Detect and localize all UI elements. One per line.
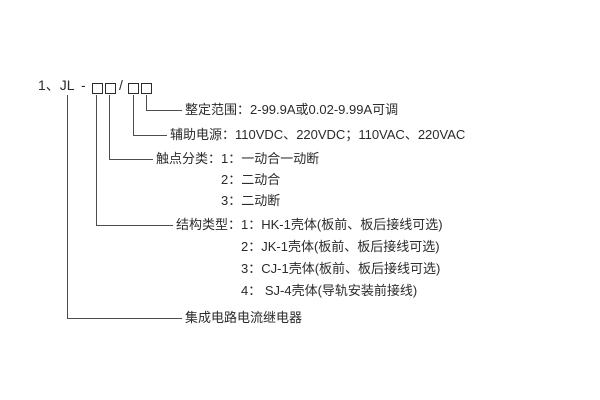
connector-line-range-horizontal (146, 110, 182, 111)
connector-line-structure-vertical (96, 95, 97, 226)
setting-range-row: 整定范围：2-99.9A或0.02-9.99A可调 (185, 103, 398, 117)
connector-line-range-vertical (146, 95, 147, 111)
structure-type-options: 1：HK-1壳体(板前、板后接线可选) 2：JK-1壳体(板前、板后接线可选) … (241, 218, 443, 298)
contact-class-row: 触点分类： 1：一动合一动断 2：二动合 3：二动断 (156, 152, 319, 208)
code-box-structure (92, 83, 103, 94)
structure-option-4: 4： SJ-4壳体(导轨安装前接线) (241, 283, 418, 298)
contact-class-options: 1：一动合一动断 2：二动合 3：二动断 (221, 152, 319, 208)
connector-line-product-vertical (67, 95, 68, 319)
code-box-aux-power (128, 83, 139, 94)
product-name-row: 集成电路电流继电器 (185, 311, 302, 325)
code-box-contact (105, 83, 116, 94)
structure-type-label: 结构类型： (176, 217, 242, 232)
structure-option-3: 3：CJ-1壳体(板前、板后接线可选) (241, 261, 441, 276)
aux-power-row: 辅助电源：110VDC、220VDC；110VAC、220VAC (170, 128, 465, 142)
contact-option-3: 3：二动断 (221, 193, 281, 208)
setting-range-label: 整定范围： (185, 102, 251, 117)
contact-option-2: 2：二动合 (221, 172, 281, 187)
contact-option-1: 1：一动合一动断 (221, 151, 320, 166)
model-prefix: 1、JL (38, 77, 75, 93)
structure-type-row: 结构类型： 1：HK-1壳体(板前、板后接线可选) 2：JK-1壳体(板前、板后… (176, 218, 443, 298)
code-box-setting-range (141, 83, 152, 94)
connector-line-aux-vertical (133, 95, 134, 136)
connector-line-product-horizontal (67, 318, 182, 319)
structure-option-1: 1：HK-1壳体(板前、板后接线可选) (241, 217, 443, 232)
setting-range-value: 2-99.9A或0.02-9.99A可调 (250, 102, 399, 117)
product-name: 集成电路电流继电器 (185, 310, 303, 325)
model-slash: / (119, 77, 123, 93)
aux-power-value: 110VDC、220VDC；110VAC、220VAC (235, 127, 466, 142)
model-dash: - (81, 77, 86, 93)
connector-line-structure-horizontal (96, 225, 173, 226)
connector-line-contact-horizontal (109, 159, 153, 160)
connector-line-contact-vertical (109, 95, 110, 160)
contact-class-label: 触点分类： (156, 151, 222, 166)
connector-line-aux-horizontal (133, 135, 167, 136)
aux-power-label: 辅助电源： (170, 127, 236, 142)
structure-option-2: 2：JK-1壳体(板前、板后接线可选) (241, 239, 440, 254)
